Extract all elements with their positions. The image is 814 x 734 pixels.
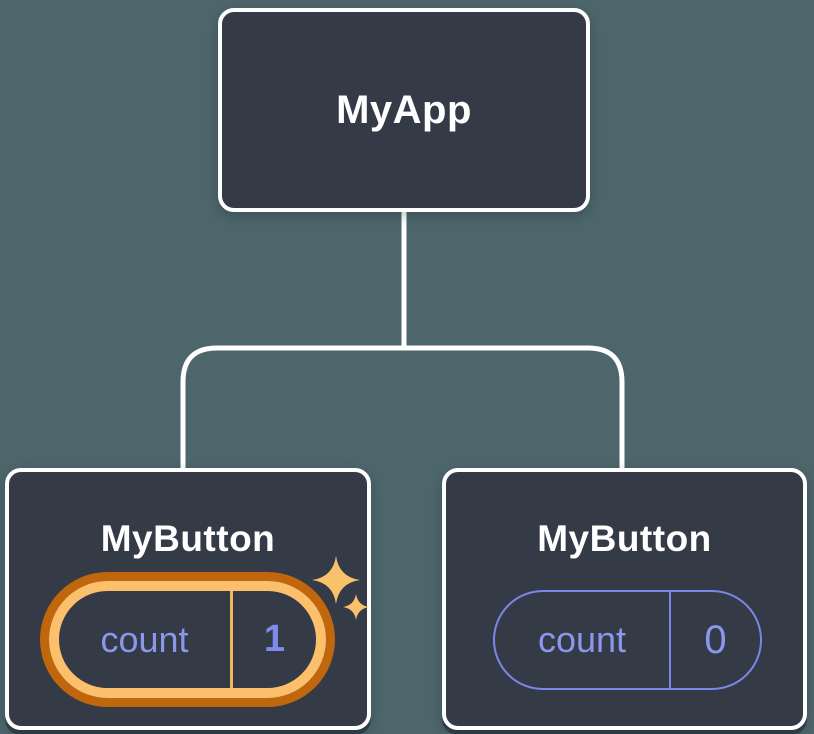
node-mybutton-1: MyButton count 1 (5, 468, 371, 730)
state-pill-divider (669, 592, 671, 688)
node-myapp: MyApp (218, 8, 590, 212)
node-mybutton-2: MyButton count 0 (442, 468, 807, 730)
state-value: 1 (263, 618, 286, 660)
state-value: 0 (704, 617, 727, 662)
node-mybutton-2-title: MyButton (537, 518, 712, 559)
node-mybutton-1-title: MyButton (100, 518, 276, 559)
state-pill-divider (230, 591, 233, 688)
state-pill: count 0 (493, 590, 762, 690)
state-key-label: count (100, 618, 189, 660)
state-key-label: count (537, 619, 627, 660)
state-pill-highlighted: count 1 (49, 581, 326, 698)
sparkles-icon (312, 556, 369, 620)
connector-branch-bracket (180, 345, 625, 470)
node-myapp-title: MyApp (336, 87, 472, 132)
